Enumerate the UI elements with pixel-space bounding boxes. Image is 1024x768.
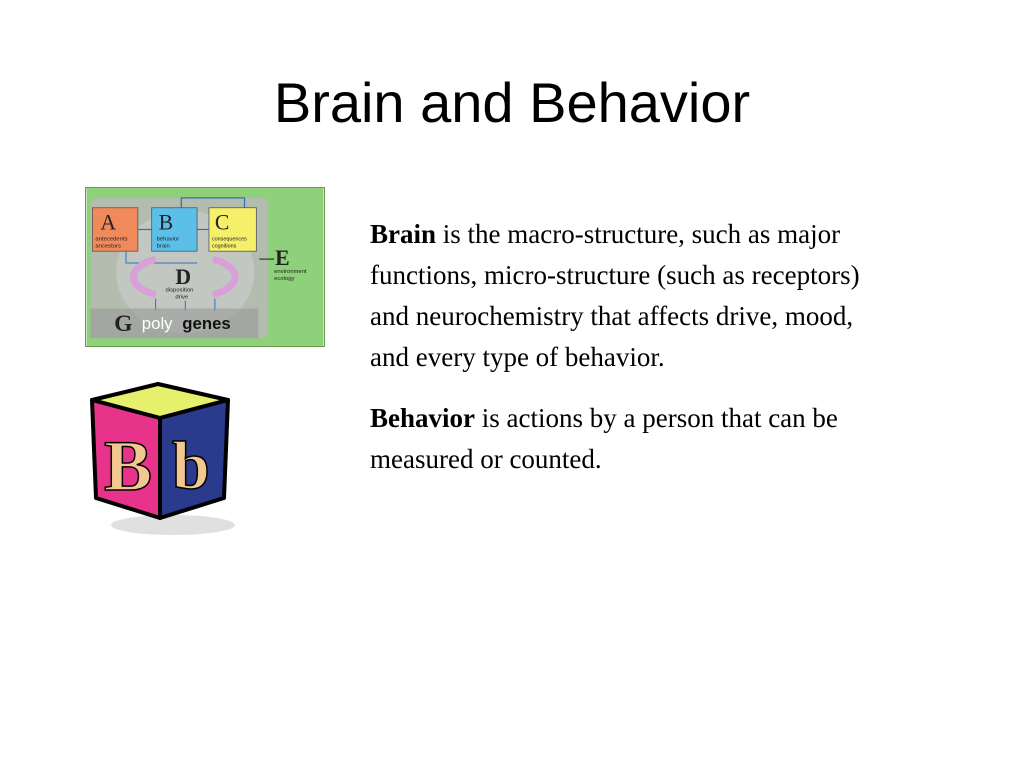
d-line1: disposition (166, 288, 194, 294)
letter-block-image: B b (90, 382, 235, 535)
box-c-letter: C (215, 210, 230, 234)
genes-text: genes (182, 314, 230, 333)
d-letter: D (175, 265, 191, 289)
box-a-letter: A (100, 210, 116, 234)
abc-behavior-diagram: A antecedents ancestors B behavior brain… (85, 187, 325, 347)
block-right-letter: b (172, 427, 210, 503)
box-b-line1: behavior (157, 236, 180, 242)
text-behavior: is actions by a person that can be measu… (370, 403, 838, 474)
block-right-face (158, 398, 230, 520)
block-shadow (111, 515, 235, 535)
term-behavior: Behavior (370, 403, 475, 433)
box-a-line1: antecedents (95, 236, 127, 242)
e-line1: environment (274, 269, 307, 275)
block-left-letter: B (104, 426, 152, 506)
term-brain: Brain (370, 219, 437, 249)
e-line2: ecology (274, 276, 294, 282)
paragraph-brain: Brain is the macro-structure, such as ma… (370, 214, 880, 378)
body-text: Brain is the macro-structure, such as ma… (370, 214, 880, 500)
e-letter: E (275, 246, 290, 270)
box-b-line2: brain (157, 243, 170, 249)
g-letter: G (114, 311, 132, 337)
box-a (92, 207, 139, 252)
box-a-line2: ancestors (95, 243, 121, 249)
poly-text: poly (142, 314, 173, 333)
box-c-line2: cognitions (212, 243, 237, 249)
text-brain: is the macro-structure, such as major fu… (370, 219, 860, 372)
arrow-a-bottom (125, 251, 198, 264)
genes-band (90, 308, 259, 339)
paragraph-behavior: Behavior is actions by a person that can… (370, 398, 880, 480)
cycle-arrow-right (211, 255, 239, 298)
slide-title: Brain and Behavior (273, 71, 751, 134)
box-c-line1: consequences (212, 236, 247, 242)
arrow-c-b-top (180, 197, 246, 208)
box-b-letter: B (159, 210, 174, 234)
cycle-arrow-left (130, 255, 157, 298)
d-line2: drive (175, 295, 189, 301)
